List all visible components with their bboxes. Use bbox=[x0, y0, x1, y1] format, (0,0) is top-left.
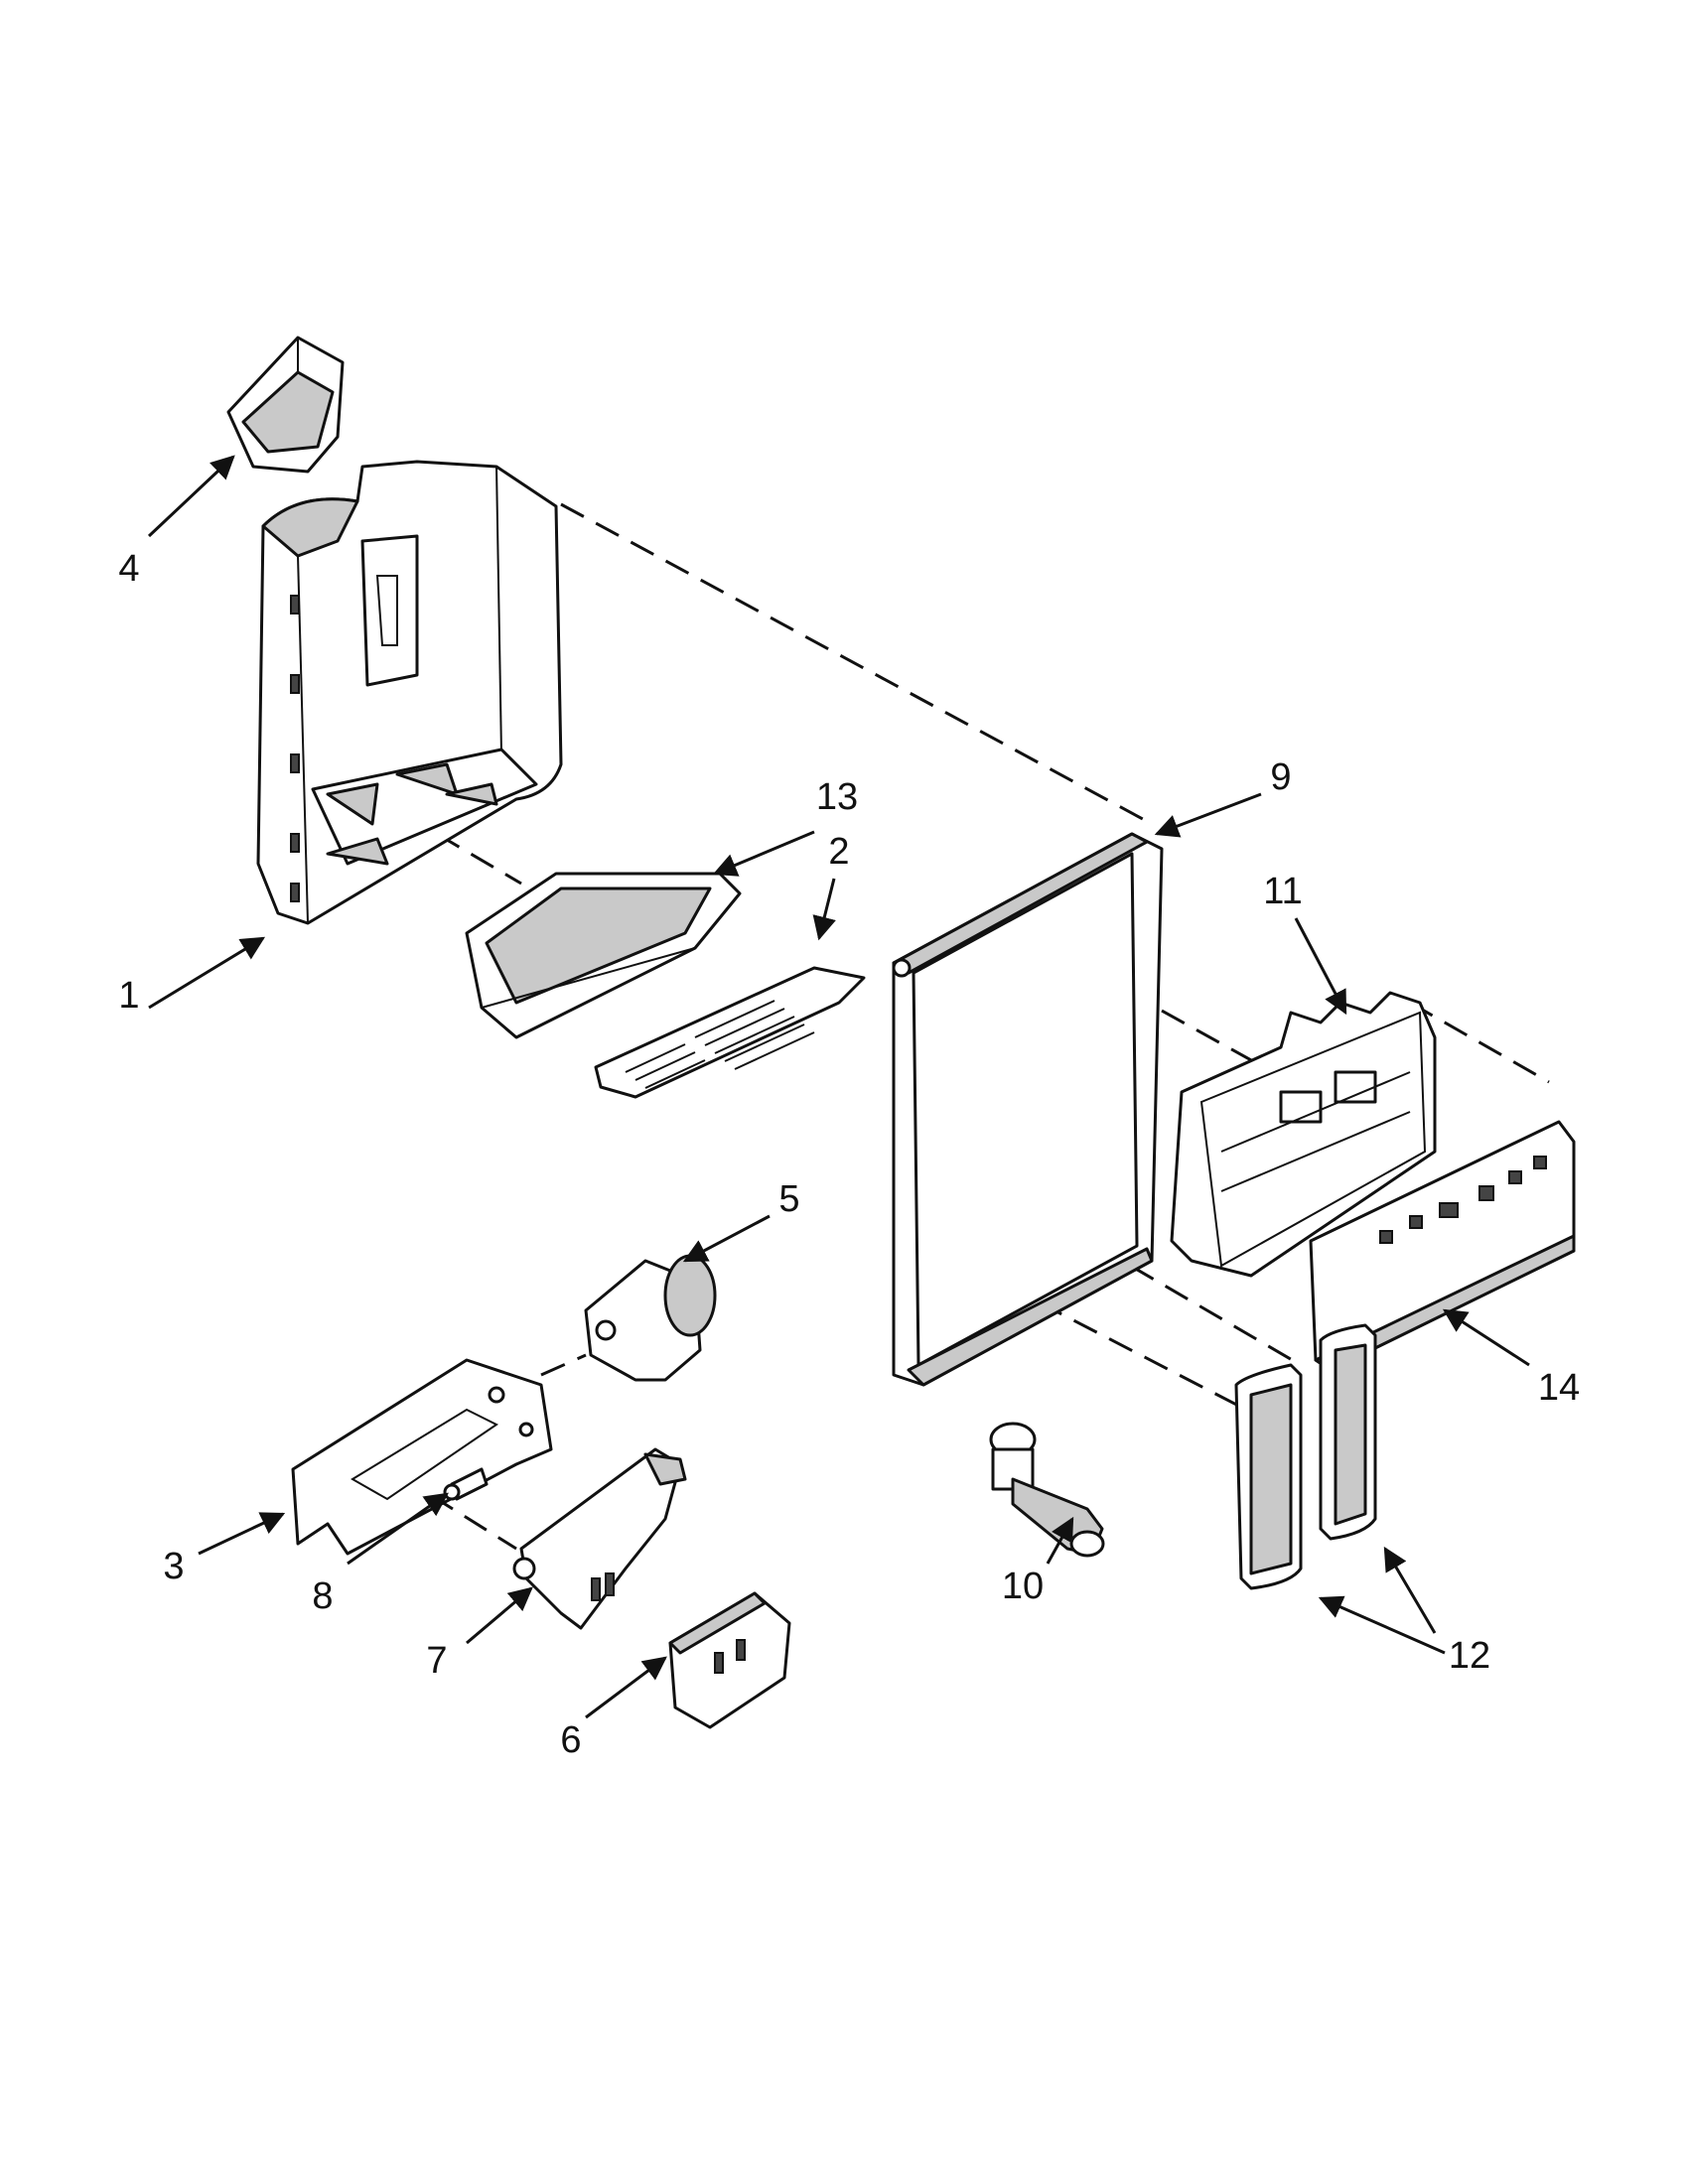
part-4-ice-cup bbox=[226, 336, 345, 474]
part-1-ice-bin-housing bbox=[256, 460, 563, 925]
part-13-drip-tray bbox=[465, 872, 742, 1039]
callout-1: 1 bbox=[118, 975, 139, 1017]
callout-5: 5 bbox=[778, 1178, 799, 1220]
part-12-paddle-right bbox=[1319, 1323, 1377, 1541]
panel-icons bbox=[1379, 1156, 1547, 1244]
callout-11: 11 bbox=[1263, 871, 1302, 912]
part-9-dispenser-frame bbox=[892, 832, 1164, 1387]
callout-labels: 4 1 13 2 9 11 5 3 8 7 6 10 12 14 bbox=[118, 548, 1580, 1761]
callout-9: 9 bbox=[1270, 756, 1291, 798]
callout-8: 8 bbox=[312, 1575, 333, 1617]
callout-12: 12 bbox=[1449, 1635, 1490, 1677]
callout-10: 10 bbox=[1002, 1566, 1044, 1607]
callout-6: 6 bbox=[560, 1719, 581, 1761]
part-6-switch-cover bbox=[668, 1591, 791, 1729]
part-11-control-bracket bbox=[1170, 991, 1437, 1278]
leader-arrows bbox=[147, 455, 1530, 1719]
part-12-paddle-left bbox=[1234, 1363, 1303, 1590]
part-10-water-fitting bbox=[989, 1422, 1105, 1558]
callout-4: 4 bbox=[118, 548, 139, 590]
part-2-drip-grille bbox=[594, 966, 866, 1099]
callout-3: 3 bbox=[163, 1546, 184, 1587]
grille-slots bbox=[625, 1000, 815, 1089]
callout-14: 14 bbox=[1538, 1367, 1580, 1409]
part-14-control-panel bbox=[1309, 1120, 1576, 1372]
housing-clips bbox=[290, 595, 300, 902]
callout-7: 7 bbox=[426, 1640, 447, 1682]
callout-2: 2 bbox=[828, 831, 849, 873]
part-7-switch-assembly bbox=[512, 1447, 687, 1630]
part-3-mounting-bracket bbox=[291, 1358, 553, 1556]
part-5-auger-motor bbox=[584, 1254, 717, 1382]
callout-13: 13 bbox=[816, 776, 858, 818]
